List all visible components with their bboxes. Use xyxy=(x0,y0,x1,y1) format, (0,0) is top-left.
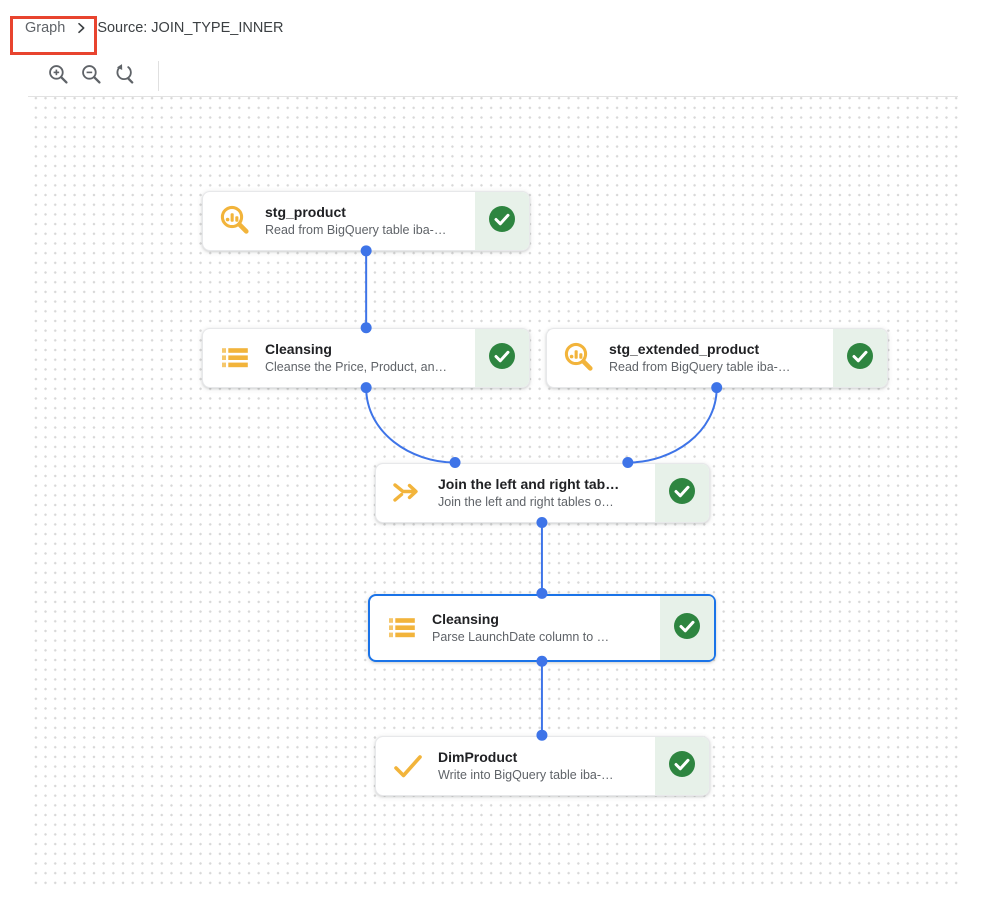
graph-toolbar xyxy=(0,56,992,96)
breadcrumb: Graph Source: JOIN_TYPE_INNER xyxy=(0,0,992,56)
query-source-icon xyxy=(215,192,255,250)
zoom-reset-button[interactable] xyxy=(111,63,137,89)
status-success-badge xyxy=(660,596,714,660)
chevron-right-icon xyxy=(73,20,89,36)
status-success-icon xyxy=(488,205,516,238)
node-subtitle: Cleanse the Price, Product, an… xyxy=(265,360,448,375)
node-subtitle: Read from BigQuery table iba-… xyxy=(609,360,791,375)
node-subtitle: Join the left and right tables o… xyxy=(438,495,614,510)
check-sink-icon xyxy=(388,737,428,795)
node-title: Cleansing xyxy=(432,610,499,627)
status-success-icon xyxy=(668,750,696,783)
toolbar-divider xyxy=(158,61,159,91)
status-success-badge xyxy=(475,192,529,250)
node-title: DimProduct xyxy=(438,748,518,765)
zoom-out-icon xyxy=(80,63,103,89)
status-success-badge xyxy=(833,329,887,387)
status-success-badge xyxy=(475,329,529,387)
join-merge-icon xyxy=(388,464,428,522)
node-text: Join the left and right tab… Join the lef… xyxy=(428,464,655,522)
node-title: stg_extended_product xyxy=(609,340,760,357)
list-wrangler-icon xyxy=(215,329,255,387)
status-success-icon xyxy=(668,477,696,510)
zoom-in-icon xyxy=(47,63,70,89)
breadcrumb-source-title: Source: JOIN_TYPE_INNER xyxy=(97,20,284,36)
node-subtitle: Write into BigQuery table iba-… xyxy=(438,768,614,783)
graph-node-join[interactable]: Join the left and right tab… Join the lef… xyxy=(375,463,710,523)
status-success-badge xyxy=(655,464,709,522)
node-title: Join the left and right tab… xyxy=(438,475,620,492)
query-source-icon xyxy=(559,329,599,387)
node-title: Cleansing xyxy=(265,340,332,357)
status-success-icon xyxy=(488,342,516,375)
zoom-in-button[interactable] xyxy=(45,63,71,89)
list-wrangler-icon xyxy=(382,596,422,660)
edge-cleansing_price-to-join[interactable] xyxy=(365,387,456,464)
zoom-reset-icon xyxy=(113,63,136,89)
status-success-icon xyxy=(846,342,874,375)
node-title: stg_product xyxy=(265,203,346,220)
status-success-badge xyxy=(655,737,709,795)
breadcrumb-graph-link[interactable]: Graph xyxy=(25,20,66,36)
node-subtitle: Parse LaunchDate column to … xyxy=(432,630,610,645)
node-subtitle: Read from BigQuery table iba-… xyxy=(265,223,447,238)
zoom-out-button[interactable] xyxy=(78,63,104,89)
edge-stg_extended_product-to-join[interactable] xyxy=(627,387,718,464)
status-success-icon xyxy=(673,612,701,645)
